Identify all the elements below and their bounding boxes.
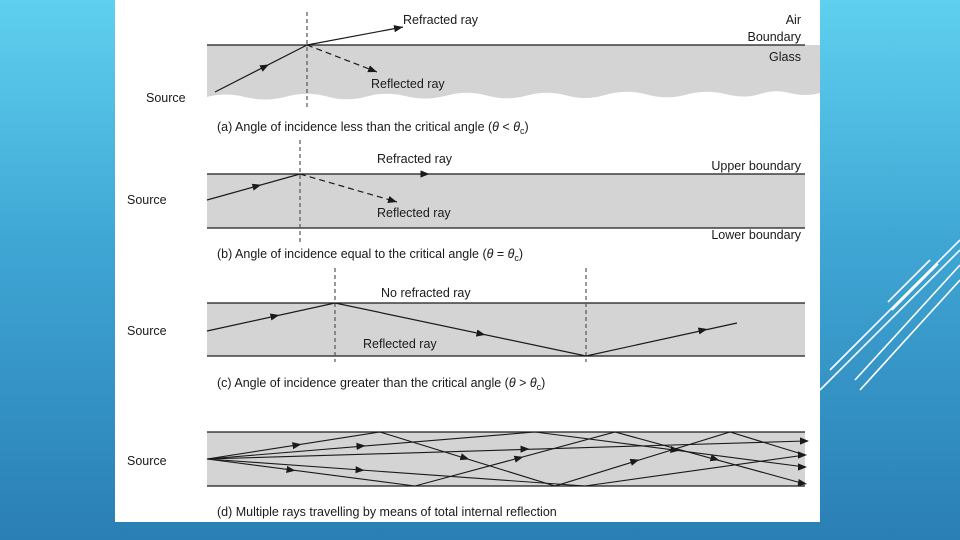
diagram-a: Refracted ray Air Boundary Glass Reflect…	[146, 12, 820, 136]
ray-d1	[206, 431, 806, 487]
source-label-c: Source	[127, 324, 167, 338]
ray-d5	[206, 440, 806, 460]
lower-boundary-label: Lower boundary	[711, 228, 801, 242]
diagram-b: Refracted ray Upper boundary Source Refl…	[127, 140, 805, 263]
diagram-panel: Refracted ray Air Boundary Glass Reflect…	[115, 0, 820, 522]
diagram-c: No refracted ray Source Reflected ray (c…	[127, 268, 805, 392]
refracted-ray-label-b: Refracted ray	[377, 152, 453, 166]
caption-d: (d) Multiple rays travelling by means of…	[217, 505, 557, 519]
caption-a: (a) Angle of incidence less than the cri…	[217, 120, 529, 136]
reflected-ray-label-b: Reflected ray	[377, 206, 451, 220]
glass-block-a	[207, 45, 820, 100]
caption-c: (c) Angle of incidence greater than the …	[217, 376, 545, 392]
reflected-ray-b	[299, 173, 398, 203]
no-refracted-ray-label: No refracted ray	[381, 286, 471, 300]
source-label-a: Source	[146, 91, 186, 105]
caption-b: (b) Angle of incidence equal to the crit…	[217, 247, 523, 263]
glass-block-d	[207, 432, 805, 486]
source-label-d: Source	[127, 454, 167, 468]
diagram-d: Source (d) Multiple rays travelling by m…	[127, 431, 809, 519]
upper-boundary-label: Upper boundary	[711, 159, 801, 173]
reflected-ray-a	[306, 44, 378, 73]
air-label: Air	[786, 13, 801, 27]
refracted-ray-a	[306, 25, 404, 46]
decorative-diagonal-lines	[819, 239, 960, 391]
ray-d4	[206, 454, 806, 487]
total-internal-reflection-diagram: Refracted ray Air Boundary Glass Reflect…	[127, 12, 820, 519]
reflected-ray-label-a: Reflected ray	[371, 77, 445, 91]
glass-label: Glass	[769, 50, 801, 64]
refracted-ray-label-a: Refracted ray	[403, 13, 479, 27]
reflected-ray-label-c: Reflected ray	[363, 337, 437, 351]
source-label-b: Source	[127, 193, 167, 207]
boundary-label: Boundary	[747, 30, 801, 44]
glass-block-b	[207, 174, 805, 228]
